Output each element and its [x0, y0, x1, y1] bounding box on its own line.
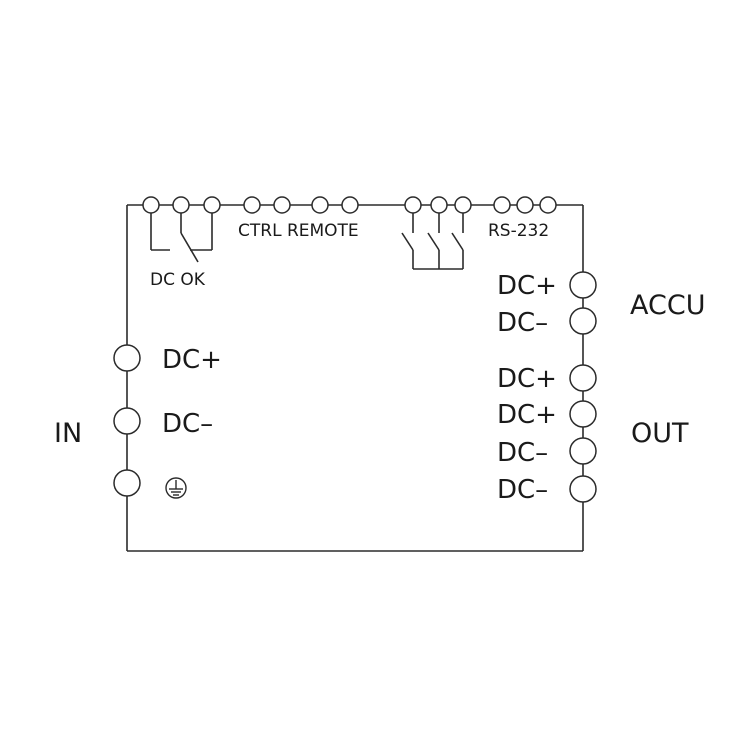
relay-contact: [180, 232, 199, 263]
terminal-in-dc-minus[interactable]: [113, 407, 141, 435]
terminal-in-earth[interactable]: [113, 469, 141, 497]
terminal-rs232-3[interactable]: [539, 196, 557, 214]
rs232-label: RS-232: [488, 221, 549, 241]
relay-contacts: [401, 196, 472, 270]
dc-ok-label: DC OK: [150, 270, 206, 290]
contact-switch: [451, 232, 464, 251]
contact-switch: [427, 232, 440, 251]
in-dc-plus-label: DC+: [162, 345, 222, 375]
terminal-ctrl-remote-1[interactable]: [243, 196, 261, 214]
in-label: IN: [54, 418, 82, 449]
terminal-rs232-1[interactable]: [493, 196, 511, 214]
terminal-in-dc-plus[interactable]: [113, 344, 141, 372]
terminal-relay-3[interactable]: [454, 196, 472, 214]
rs232-group: RS-232: [488, 196, 557, 241]
ctrl-remote-label: CTRL REMOTE: [238, 221, 359, 241]
terminal-ctrl-remote-3[interactable]: [311, 196, 329, 214]
input-group: DC+ DC– IN: [54, 344, 222, 499]
contact-switch: [401, 232, 414, 251]
terminal-relay-2[interactable]: [430, 196, 448, 214]
terminal-dc-ok-3[interactable]: [203, 196, 221, 214]
terminal-out-dc-minus-2[interactable]: [569, 475, 597, 503]
terminal-ctrl-remote-4[interactable]: [341, 196, 359, 214]
terminal-relay-1[interactable]: [404, 196, 422, 214]
accu-label: ACCU: [630, 290, 705, 321]
dc-ok-relay: DC OK: [142, 196, 221, 290]
accu-dc-minus-label: DC–: [497, 308, 548, 338]
protective-earth-icon: [165, 477, 187, 499]
ctrl-remote-group: CTRL REMOTE: [238, 196, 359, 241]
in-dc-minus-label: DC–: [162, 409, 213, 439]
terminal-dc-ok-2[interactable]: [172, 196, 190, 214]
out-dc-minus-1-label: DC–: [497, 438, 548, 468]
terminal-accu-dc-minus[interactable]: [569, 307, 597, 335]
accu-dc-plus-label: DC+: [497, 271, 557, 301]
terminal-ctrl-remote-2[interactable]: [273, 196, 291, 214]
output-group: DC+ DC+ DC– DC– OUT: [497, 364, 689, 505]
terminal-out-dc-plus-2[interactable]: [569, 400, 597, 428]
out-label: OUT: [631, 418, 689, 449]
terminal-dc-ok-1[interactable]: [142, 196, 160, 214]
terminal-out-dc-plus-1[interactable]: [569, 364, 597, 392]
out-dc-minus-2-label: DC–: [497, 475, 548, 505]
out-dc-plus-1-label: DC+: [497, 364, 557, 394]
terminal-accu-dc-plus[interactable]: [569, 271, 597, 299]
accu-group: DC+ DC– ACCU: [497, 271, 705, 338]
terminal-rs232-2[interactable]: [516, 196, 534, 214]
terminal-out-dc-minus-1[interactable]: [569, 437, 597, 465]
out-dc-plus-2-label: DC+: [497, 400, 557, 430]
